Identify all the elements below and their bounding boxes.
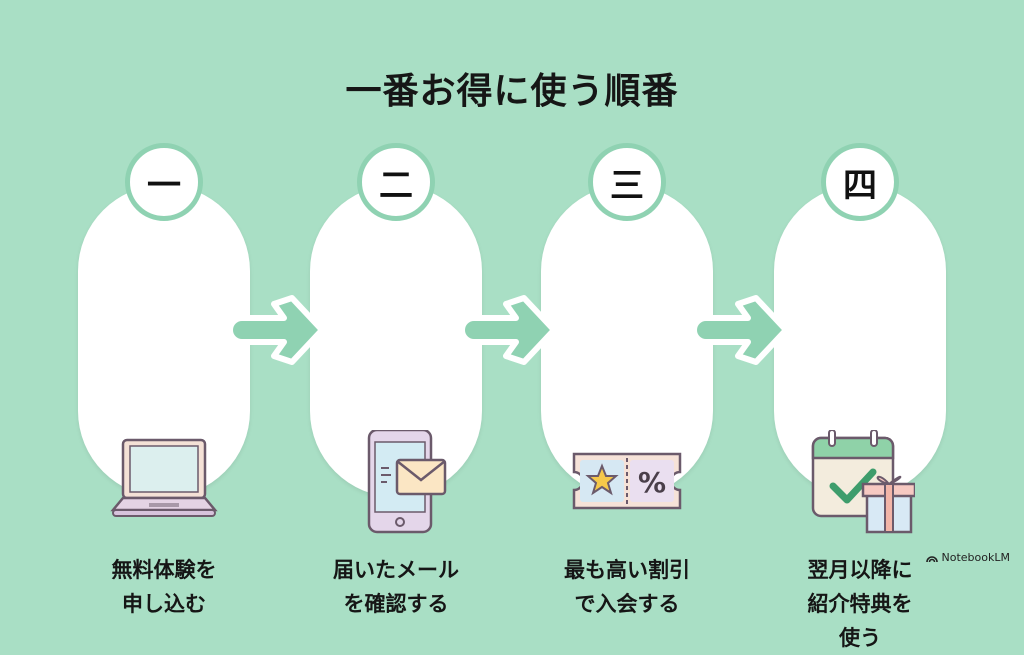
arrow-right-icon xyxy=(228,295,325,365)
step-label-line: 紹介特典を xyxy=(807,592,913,616)
step-label-line: 届いたメール xyxy=(333,558,459,582)
arrow-right-icon xyxy=(692,295,789,365)
page-title: 一番お得に使う順番 xyxy=(345,71,679,112)
step-label-line: 無料体験を xyxy=(111,558,217,582)
step-number-badge-4: 四 xyxy=(821,143,899,221)
step-number-badge-1: 一 xyxy=(125,143,203,221)
arrow-right-icon xyxy=(460,295,557,365)
notebooklm-logo-icon xyxy=(925,555,938,562)
step-label-line: を確認する xyxy=(343,592,449,616)
svg-text:%: % xyxy=(638,466,666,499)
step-number-badge-3: 三 xyxy=(588,143,666,221)
step-card-1: 無料体験を申し込む xyxy=(78,185,250,616)
coupon-ticket-icon: % xyxy=(572,452,682,510)
calendar-gift-icon xyxy=(811,430,915,534)
step-label-line: 申し込む xyxy=(122,592,206,616)
step-label-line: で入会する xyxy=(574,592,680,616)
step-card-3: % 最も高い割引で入会する xyxy=(541,185,713,616)
step-number-badge-2: 二 xyxy=(357,143,435,221)
brand-logo: NotebookLM xyxy=(925,551,1010,564)
step-card-2: 届いたメールを確認する xyxy=(310,185,482,616)
phone-mail-icon xyxy=(367,430,447,534)
step-card-4: 翌月以降に紹介特典を使う xyxy=(774,185,946,650)
brand-name: NotebookLM xyxy=(941,551,1010,564)
step-label-line: 最も高い割引 xyxy=(564,558,690,582)
laptop-icon xyxy=(110,438,218,517)
step-label-line: 翌月以降に xyxy=(807,558,913,582)
step-label-line: 使う xyxy=(839,626,881,650)
